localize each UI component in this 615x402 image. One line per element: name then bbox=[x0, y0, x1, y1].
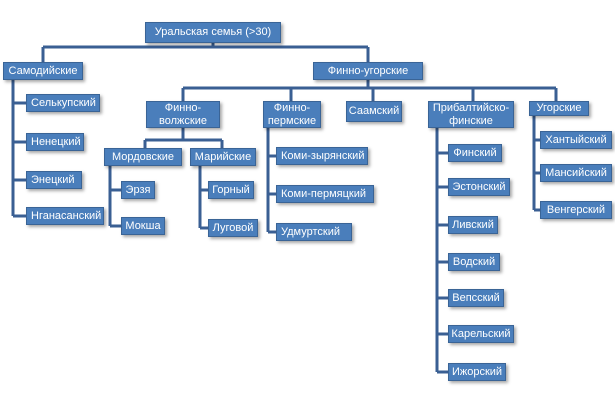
samodian-child-enets: Энецкий bbox=[26, 171, 82, 189]
connector-finno-permic bbox=[266, 128, 276, 234]
samodian-node: Самодийские bbox=[3, 62, 83, 80]
mordvinic-node: Мордовские bbox=[104, 148, 182, 166]
finno-permic-node: Финно- пермские bbox=[263, 101, 321, 128]
permic-child-komi-permyak: Коми-пермяцкий bbox=[276, 185, 374, 203]
connector-root bbox=[41, 43, 370, 62]
connector-finno-ugric bbox=[181, 80, 558, 101]
ugric-child-mansi: Мансийский bbox=[540, 164, 612, 182]
connector-mari bbox=[198, 166, 208, 230]
permic-child-komi-zyrian: Коми-зырянский bbox=[276, 147, 368, 165]
finno-ugric-node: Финно-угорские bbox=[313, 62, 423, 80]
samodian-child-nenets: Ненецкий bbox=[26, 133, 84, 151]
connector-ugric bbox=[532, 116, 540, 212]
mari-child-meadow: Луговой bbox=[208, 219, 258, 237]
baltic-child-veps: Вепсский bbox=[448, 289, 504, 307]
baltic-finnic-node: Прибалтийско- финские bbox=[428, 101, 514, 128]
mari-node: Марийские bbox=[190, 148, 256, 166]
ugric-node: Угорские bbox=[529, 101, 589, 116]
baltic-child-estonian: Эстонский bbox=[448, 178, 510, 196]
baltic-child-karelian: Карельский bbox=[448, 325, 514, 343]
mordvinic-child-erzya: Эрзя bbox=[121, 181, 155, 199]
baltic-child-izhorian: Ижорский bbox=[448, 363, 506, 381]
connector-mordvinic bbox=[108, 166, 121, 228]
baltic-child-livonian: Ливский bbox=[448, 216, 498, 234]
samodian-child-nganasan: Нганасанский bbox=[26, 207, 104, 225]
root-node: Уральская семья (>30) bbox=[145, 22, 281, 43]
permic-child-udmurt: Удмуртский bbox=[276, 223, 352, 241]
connector-samodian bbox=[11, 80, 26, 218]
baltic-child-finnish: Финский bbox=[448, 144, 502, 162]
connector-finno-volgaic bbox=[143, 128, 224, 148]
baltic-child-votic: Водский bbox=[448, 253, 500, 271]
sami-node: Саамский bbox=[346, 101, 402, 122]
mari-child-hill: Горный bbox=[208, 181, 254, 199]
ugric-child-hungarian: Венгерский bbox=[540, 201, 612, 219]
finno-volgaic-node: Финно- волжские bbox=[146, 101, 220, 128]
connector-baltic-finnic bbox=[435, 128, 448, 374]
ugric-child-khanty: Хантыйский bbox=[540, 131, 612, 149]
samodian-child-selkup: Селькупский bbox=[26, 94, 100, 112]
mordvinic-child-moksha: Мокша bbox=[121, 217, 165, 235]
